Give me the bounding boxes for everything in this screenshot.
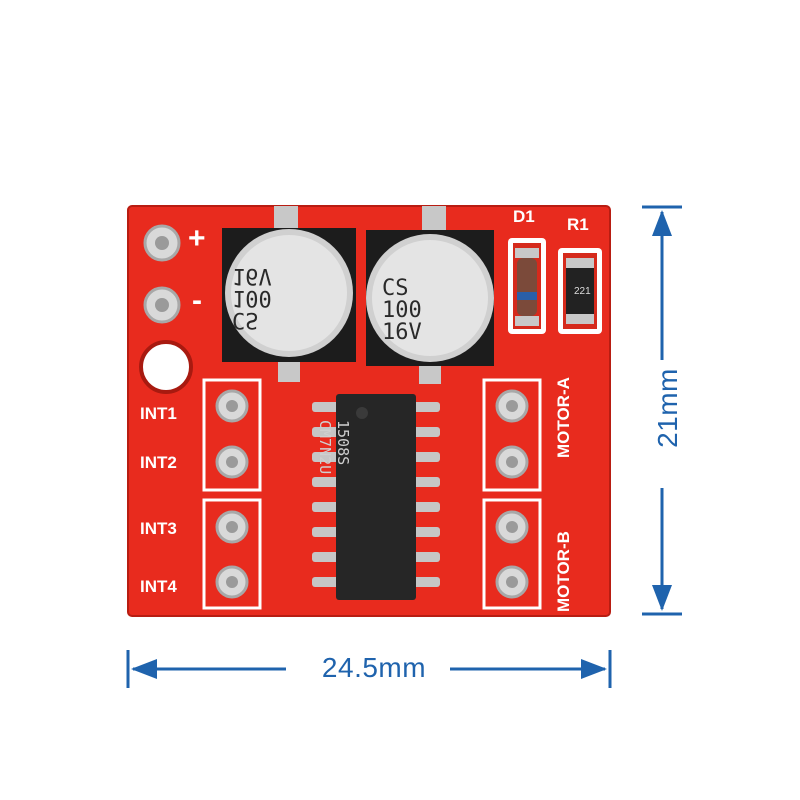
capacitor-2-marking: CS 100 16V	[382, 276, 422, 345]
motor-pads	[495, 389, 529, 599]
motor-header	[482, 378, 542, 610]
motor-b-label: MOTOR-B	[554, 531, 573, 612]
width-dimension-label: 24.5mm	[321, 652, 427, 683]
pin-label-int1: INT1	[140, 404, 177, 423]
capacitor-1-marking: CS 100 16V	[232, 263, 272, 332]
pin-label-int4: INT4	[140, 577, 177, 596]
ic-chip	[312, 394, 440, 600]
resistor-label: R1	[567, 215, 589, 234]
capacitor-2	[366, 206, 494, 384]
mounting-hole	[139, 340, 193, 394]
capacitor-1	[222, 206, 356, 382]
resistor-r1	[558, 248, 602, 334]
input-pads	[215, 389, 249, 599]
motor-a-label: MOTOR-A	[554, 377, 573, 458]
pin-label-int3: INT3	[140, 519, 177, 538]
diode-label: D1	[513, 207, 535, 226]
input-header	[202, 378, 262, 610]
resistor-code: 221	[574, 286, 591, 297]
width-dimension	[126, 650, 612, 688]
height-dimension-label: 21mm	[652, 368, 683, 448]
pin-label-int2: INT2	[140, 453, 177, 472]
power-pads	[143, 224, 181, 324]
ic-marking: 1508S CM7N2U	[316, 420, 352, 475]
diode-d1	[508, 238, 546, 334]
height-dimension	[642, 205, 682, 616]
power-plus-label: +	[188, 222, 206, 255]
power-minus-label: -	[192, 284, 202, 317]
